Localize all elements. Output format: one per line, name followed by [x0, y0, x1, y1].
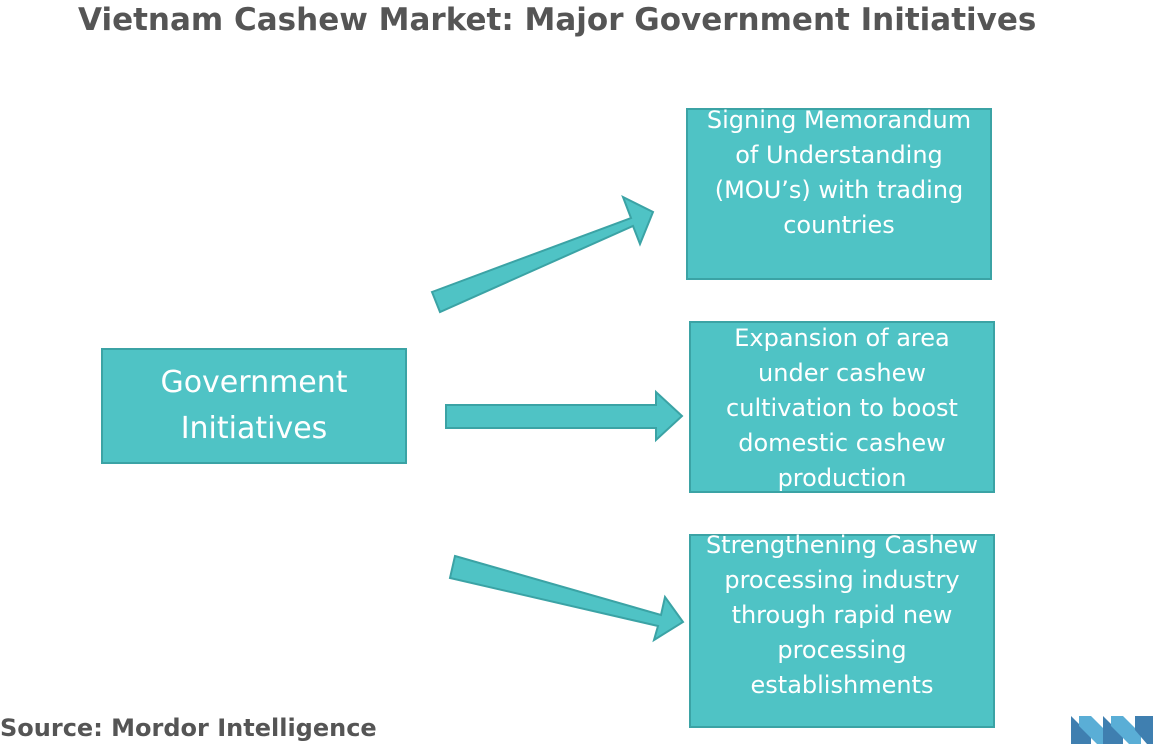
- arrow-to-initiative-2: [445, 389, 684, 443]
- initiative-box-1: Signing Memorandum of Understanding (MOU…: [686, 106, 992, 280]
- source-note: Source: Mordor Intelligence: [0, 714, 377, 742]
- main-node-label: Government Initiatives: [160, 365, 348, 446]
- initiative-label-1: Signing Memorandum of Understanding (MOU…: [706, 106, 972, 239]
- arrow-to-initiative-3: [448, 554, 685, 643]
- arrow-to-initiative-1: [430, 194, 655, 314]
- page-title: Vietnam Cashew Market: Major Government …: [78, 2, 1037, 38]
- initiative-box-3: Strengthening Cashew processing industry…: [689, 531, 995, 728]
- initiative-label-3: Strengthening Cashew processing industry…: [705, 531, 979, 699]
- government-initiatives-node: Government Initiatives: [101, 348, 407, 464]
- initiative-box-2: Expansion of area under cashew cultivati…: [689, 321, 995, 493]
- mordor-intelligence-logo-icon: [1071, 716, 1153, 744]
- initiative-label-2: Expansion of area under cashew cultivati…: [726, 324, 958, 492]
